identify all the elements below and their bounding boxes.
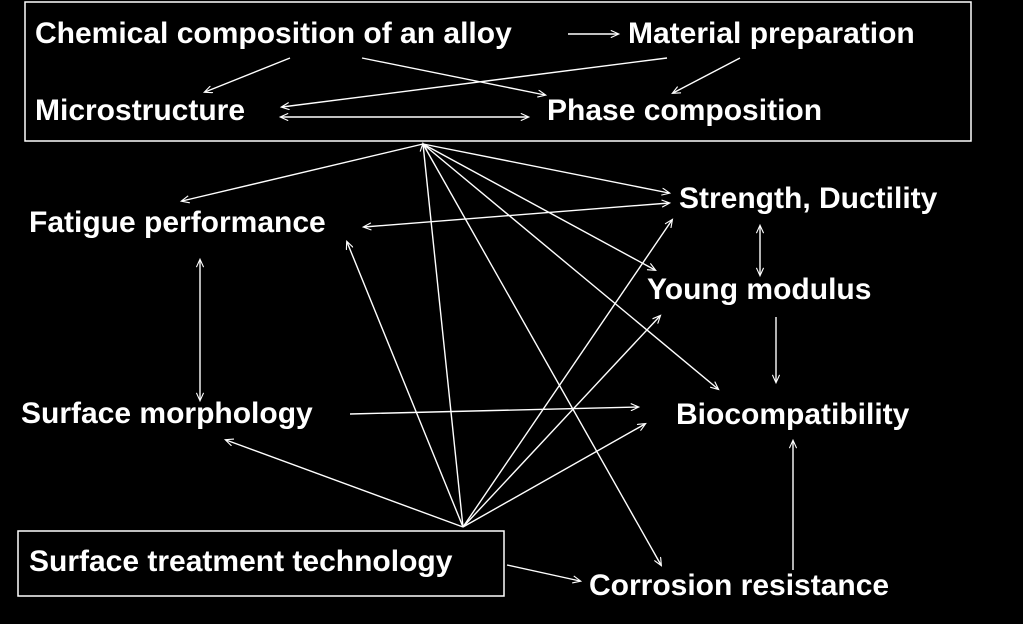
edge-chemical-to-phase-composition bbox=[361, 57, 545, 95]
node-surface-morphology: Surface morphology bbox=[21, 397, 313, 430]
edge-surface-treatment-to-surface-morphology bbox=[226, 440, 464, 528]
edge-group-to-fatigue bbox=[182, 143, 424, 201]
edge-group bbox=[182, 34, 793, 581]
edge-strength-fatigue bbox=[364, 203, 669, 227]
edge-surface-treatment-to-corrosion bbox=[506, 564, 580, 581]
node-microstructure: Microstructure bbox=[35, 94, 245, 127]
edge-group-to-strength bbox=[422, 143, 669, 193]
node-biocompatibility: Biocompatibility bbox=[676, 398, 910, 431]
node-chemical-composition: Chemical composition of an alloy bbox=[35, 17, 512, 50]
surface-treatment-box bbox=[17, 530, 505, 597]
node-surface-treatment: Surface treatment technology bbox=[29, 545, 453, 578]
edge-chemical-to-microstructure bbox=[205, 57, 291, 92]
node-material-preparation: Material preparation bbox=[628, 17, 915, 50]
edge-surface-morphology-to-biocompatibility bbox=[349, 407, 638, 415]
node-young-modulus: Young modulus bbox=[647, 273, 871, 306]
edge-material-prep-to-phase-composition bbox=[673, 57, 741, 93]
edge-surface-treatment-to-strength bbox=[462, 220, 672, 528]
edge-surface-treatment-to-fatigue bbox=[347, 242, 464, 528]
node-corrosion-resistance: Corrosion resistance bbox=[589, 569, 889, 602]
edge-surface-treatment-to-biocompatibility bbox=[462, 424, 645, 528]
edge-material-prep-to-microstructure bbox=[282, 57, 668, 107]
edge-surface-treatment-to-young-modulus bbox=[462, 316, 660, 528]
node-strength-ductility: Strength, Ductility bbox=[679, 182, 938, 215]
composition-group-box bbox=[24, 1, 972, 142]
node-phase-composition: Phase composition bbox=[547, 94, 822, 127]
edge-group-to-biocompatibility bbox=[422, 143, 718, 389]
node-fatigue-performance: Fatigue performance bbox=[29, 206, 326, 239]
